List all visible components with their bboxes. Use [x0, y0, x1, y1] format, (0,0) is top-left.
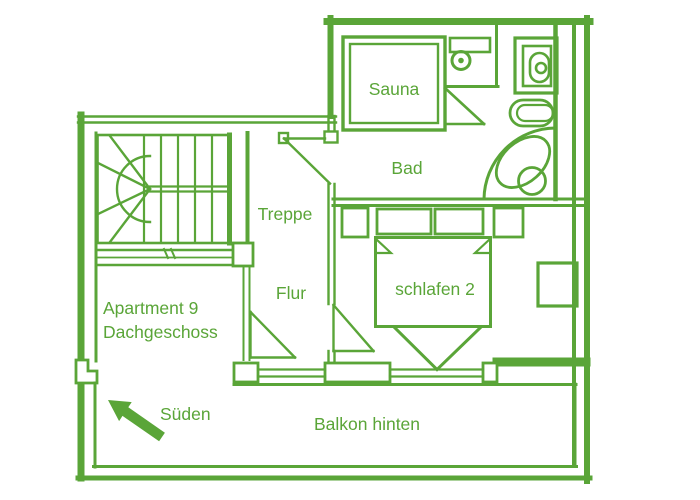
shower-icon — [443, 23, 500, 88]
room-label-flur: Flur — [276, 283, 306, 303]
wall-step — [74, 358, 99, 385]
room-label-balkon: Balkon hinten — [314, 414, 420, 434]
sauna-door-swing — [443, 86, 486, 126]
pillow-right — [433, 207, 485, 236]
room-label-sauna: Sauna — [369, 79, 420, 99]
bathtub-icon — [482, 126, 558, 201]
door-post — [232, 361, 260, 384]
door-post — [323, 361, 392, 384]
stair-winder-arc — [115, 154, 152, 224]
pillow-left — [375, 207, 433, 236]
stair-newel-post — [231, 241, 255, 268]
outer-walls — [76, 15, 594, 484]
toilet-icon — [513, 36, 559, 95]
bedroom-door-swing — [331, 303, 376, 353]
south-arrow-icon — [108, 400, 165, 442]
apartment-label-line2: Dachgeschoss — [103, 322, 218, 342]
sink-icon — [508, 98, 555, 128]
staircase — [94, 131, 255, 361]
apartment-label-line1: Apartment 9 — [103, 298, 198, 318]
room-label-schlafen: schlafen 2 — [395, 279, 475, 299]
wardrobe-niche — [536, 261, 579, 308]
balcony-and-doors — [74, 358, 593, 481]
room-label-bad: Bad — [391, 158, 422, 178]
nightstand-left — [340, 206, 370, 239]
door-jamb — [323, 130, 339, 144]
orientation-label-sueden: Süden — [160, 404, 211, 424]
door-post — [481, 361, 499, 384]
room-label-treppe: Treppe — [258, 204, 313, 224]
nightstand-right — [492, 206, 525, 239]
room-labels: Sauna Bad Treppe Flur schlafen 2 Apartme… — [103, 79, 475, 434]
hall-door-swing — [248, 310, 297, 360]
sauna-room — [341, 35, 447, 132]
doors — [248, 86, 486, 360]
bed-icon — [340, 206, 525, 372]
